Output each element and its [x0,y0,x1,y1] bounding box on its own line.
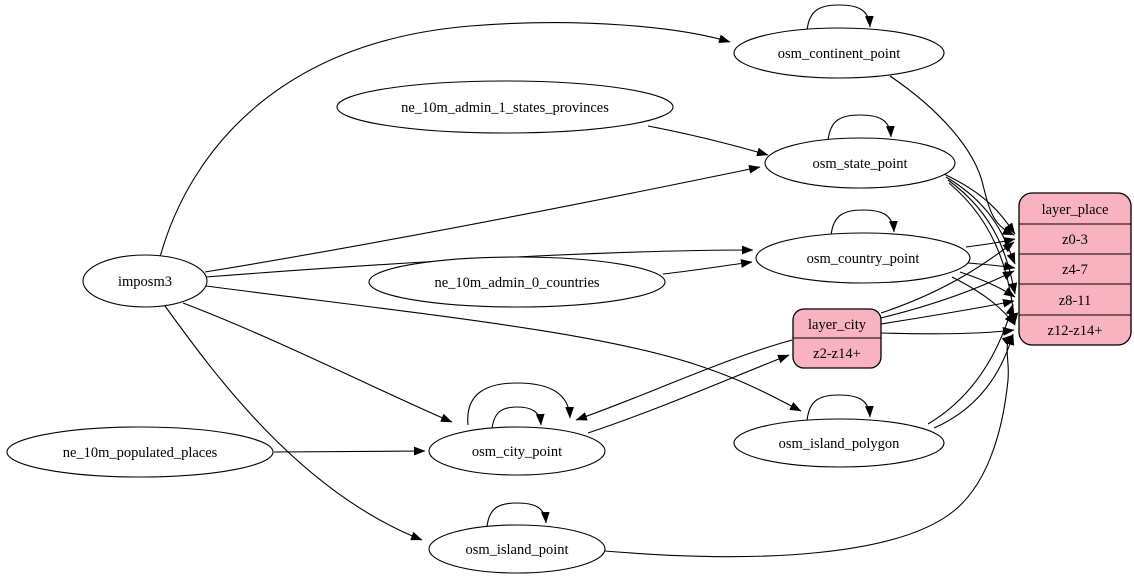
self-loop-osm_city_point-inner [491,406,545,430]
self-loop-osm_country_point [830,209,898,237]
layer_place-row-z12-z14: z12-z14+ [1048,323,1103,339]
edge-osm_island_polygon-to-layer_place-z8-11 [927,303,1015,425]
osm_island_polygon-label: osm_island_polygon [779,436,901,452]
edge-layer_city-to-layer_place-z8-11 [880,298,1015,325]
ne_admin1-ellipse [336,80,674,134]
ne_admin1-label: ne_10m_admin_1_states_provinces [401,100,609,116]
ne_admin0-ellipse [368,256,666,308]
imposm3-ellipse [82,254,208,308]
layer_place-title: layer_place [1042,202,1109,218]
node-ne_10m_admin_1_states_provinces: ne_10m_admin_1_states_provinces [336,80,674,134]
edge-osm_city_point-to-layer_city-z2-z14 [587,354,790,434]
edge-osm_country_point-to-layer_place-z4-7 [967,261,1016,271]
edge-imposm3-to-osm_island_polygon [205,285,802,412]
node-osm_country_point: osm_country_point [755,232,971,284]
node-imposm3: imposm3 [82,254,208,308]
edge-layer_city-to-layer_place-z0-3 [880,241,1015,314]
node-osm_state_point: osm_state_point [764,137,956,189]
node-ne_10m_populated_places: ne_10m_populated_places [6,426,274,478]
layer_place-row-z0-3: z0-3 [1062,232,1088,248]
edge-imposm3-to-osm_island_point [164,305,423,541]
edge-osm_island_point-to-layer_place-z12-z14 [604,334,1014,558]
edge-imposm3-to-osm_city_point [182,302,453,423]
layer_place-row-z4-7: z4-7 [1062,262,1088,278]
nodes: imposm3 ne_10m_admin_1_states_provinces … [6,27,971,574]
layer_city-row-z2-z14: z2-z14+ [813,346,861,362]
self-loop-osm_city_point-outer [467,382,574,426]
ne_populated-ellipse [6,426,274,478]
layer_place-box [1018,192,1132,346]
record-layer_place: layer_place z0-3 z4-7 z8-11 z12-z14+ [1018,192,1132,346]
osm_continent_point-label: osm_continent_point [778,46,900,62]
osm_country_point-ellipse [755,232,971,284]
ne_admin0-label: ne_10m_admin_0_countries [434,275,599,291]
osm_state_point-ellipse [764,137,956,189]
edges [159,4,1019,558]
edge-ne_admin1-to-osm_state_point [647,125,769,157]
ne_populated-label: ne_10m_populated_places [63,445,218,461]
osm_city_point-label: osm_city_point [472,444,562,460]
node-osm_continent_point: osm_continent_point [733,27,945,79]
node-osm_island_point: osm_island_point [428,524,606,574]
edge-osm_state_point-to-layer_place-z4-7 [945,176,1016,265]
node-ne_10m_admin_0_countries: ne_10m_admin_0_countries [368,256,666,308]
edge-osm_continent_point-to-layer_place-z0-3 [889,75,1015,236]
edge-osm_country_point-to-layer_place-z0-3 [965,237,1016,248]
edge-osm_island_polygon-to-layer_place-z12-z14 [933,333,1015,429]
edge-osm_state_point-to-layer_place-z8-11 [947,179,1018,295]
edge-osm_country_point-to-layer_place-z12-z14 [951,276,1016,326]
edge-imposm3-to-osm_continent_point [159,22,731,258]
edge-layer_city-to-layer_place-z4-7 [880,270,1015,319]
imposm3-label: imposm3 [118,274,172,290]
osm_island_point-label: osm_island_point [465,542,568,558]
self-loop-osm_state_point [827,114,895,142]
osm_state_point-label: osm_state_point [812,156,907,172]
edge-layer_city-to-layer_place-z12-z14 [880,326,1015,336]
edge-imposm3-to-osm_state_point [204,164,761,273]
edge-osm_state_point-to-layer_place-z0-3 [943,173,1016,235]
edge-ne_populated-to-osm_city_point [273,446,426,456]
record-layer_city: layer_city z2-z14+ [792,308,882,369]
osm_island_point-ellipse [428,524,606,574]
self-loop-osm_island_polygon [806,394,874,422]
node-osm_city_point: osm_city_point [428,426,606,476]
node-osm_island_polygon: osm_island_polygon [733,418,945,468]
osm_city_point-ellipse [428,426,606,476]
self-loop-osm_island_point [486,502,550,528]
osm_island_polygon-ellipse [733,418,945,468]
osm_country_point-label: osm_country_point [807,251,920,267]
layer_city-title: layer_city [808,317,867,333]
edge-ne_admin0-to-osm_country_point [662,259,753,275]
osm_continent_point-ellipse [733,27,945,79]
layer_place-row-z8-11: z8-11 [1059,293,1091,309]
edge-layer_city-to-osm_city_point [575,339,793,421]
self-loop-osm_continent_point [806,4,874,32]
